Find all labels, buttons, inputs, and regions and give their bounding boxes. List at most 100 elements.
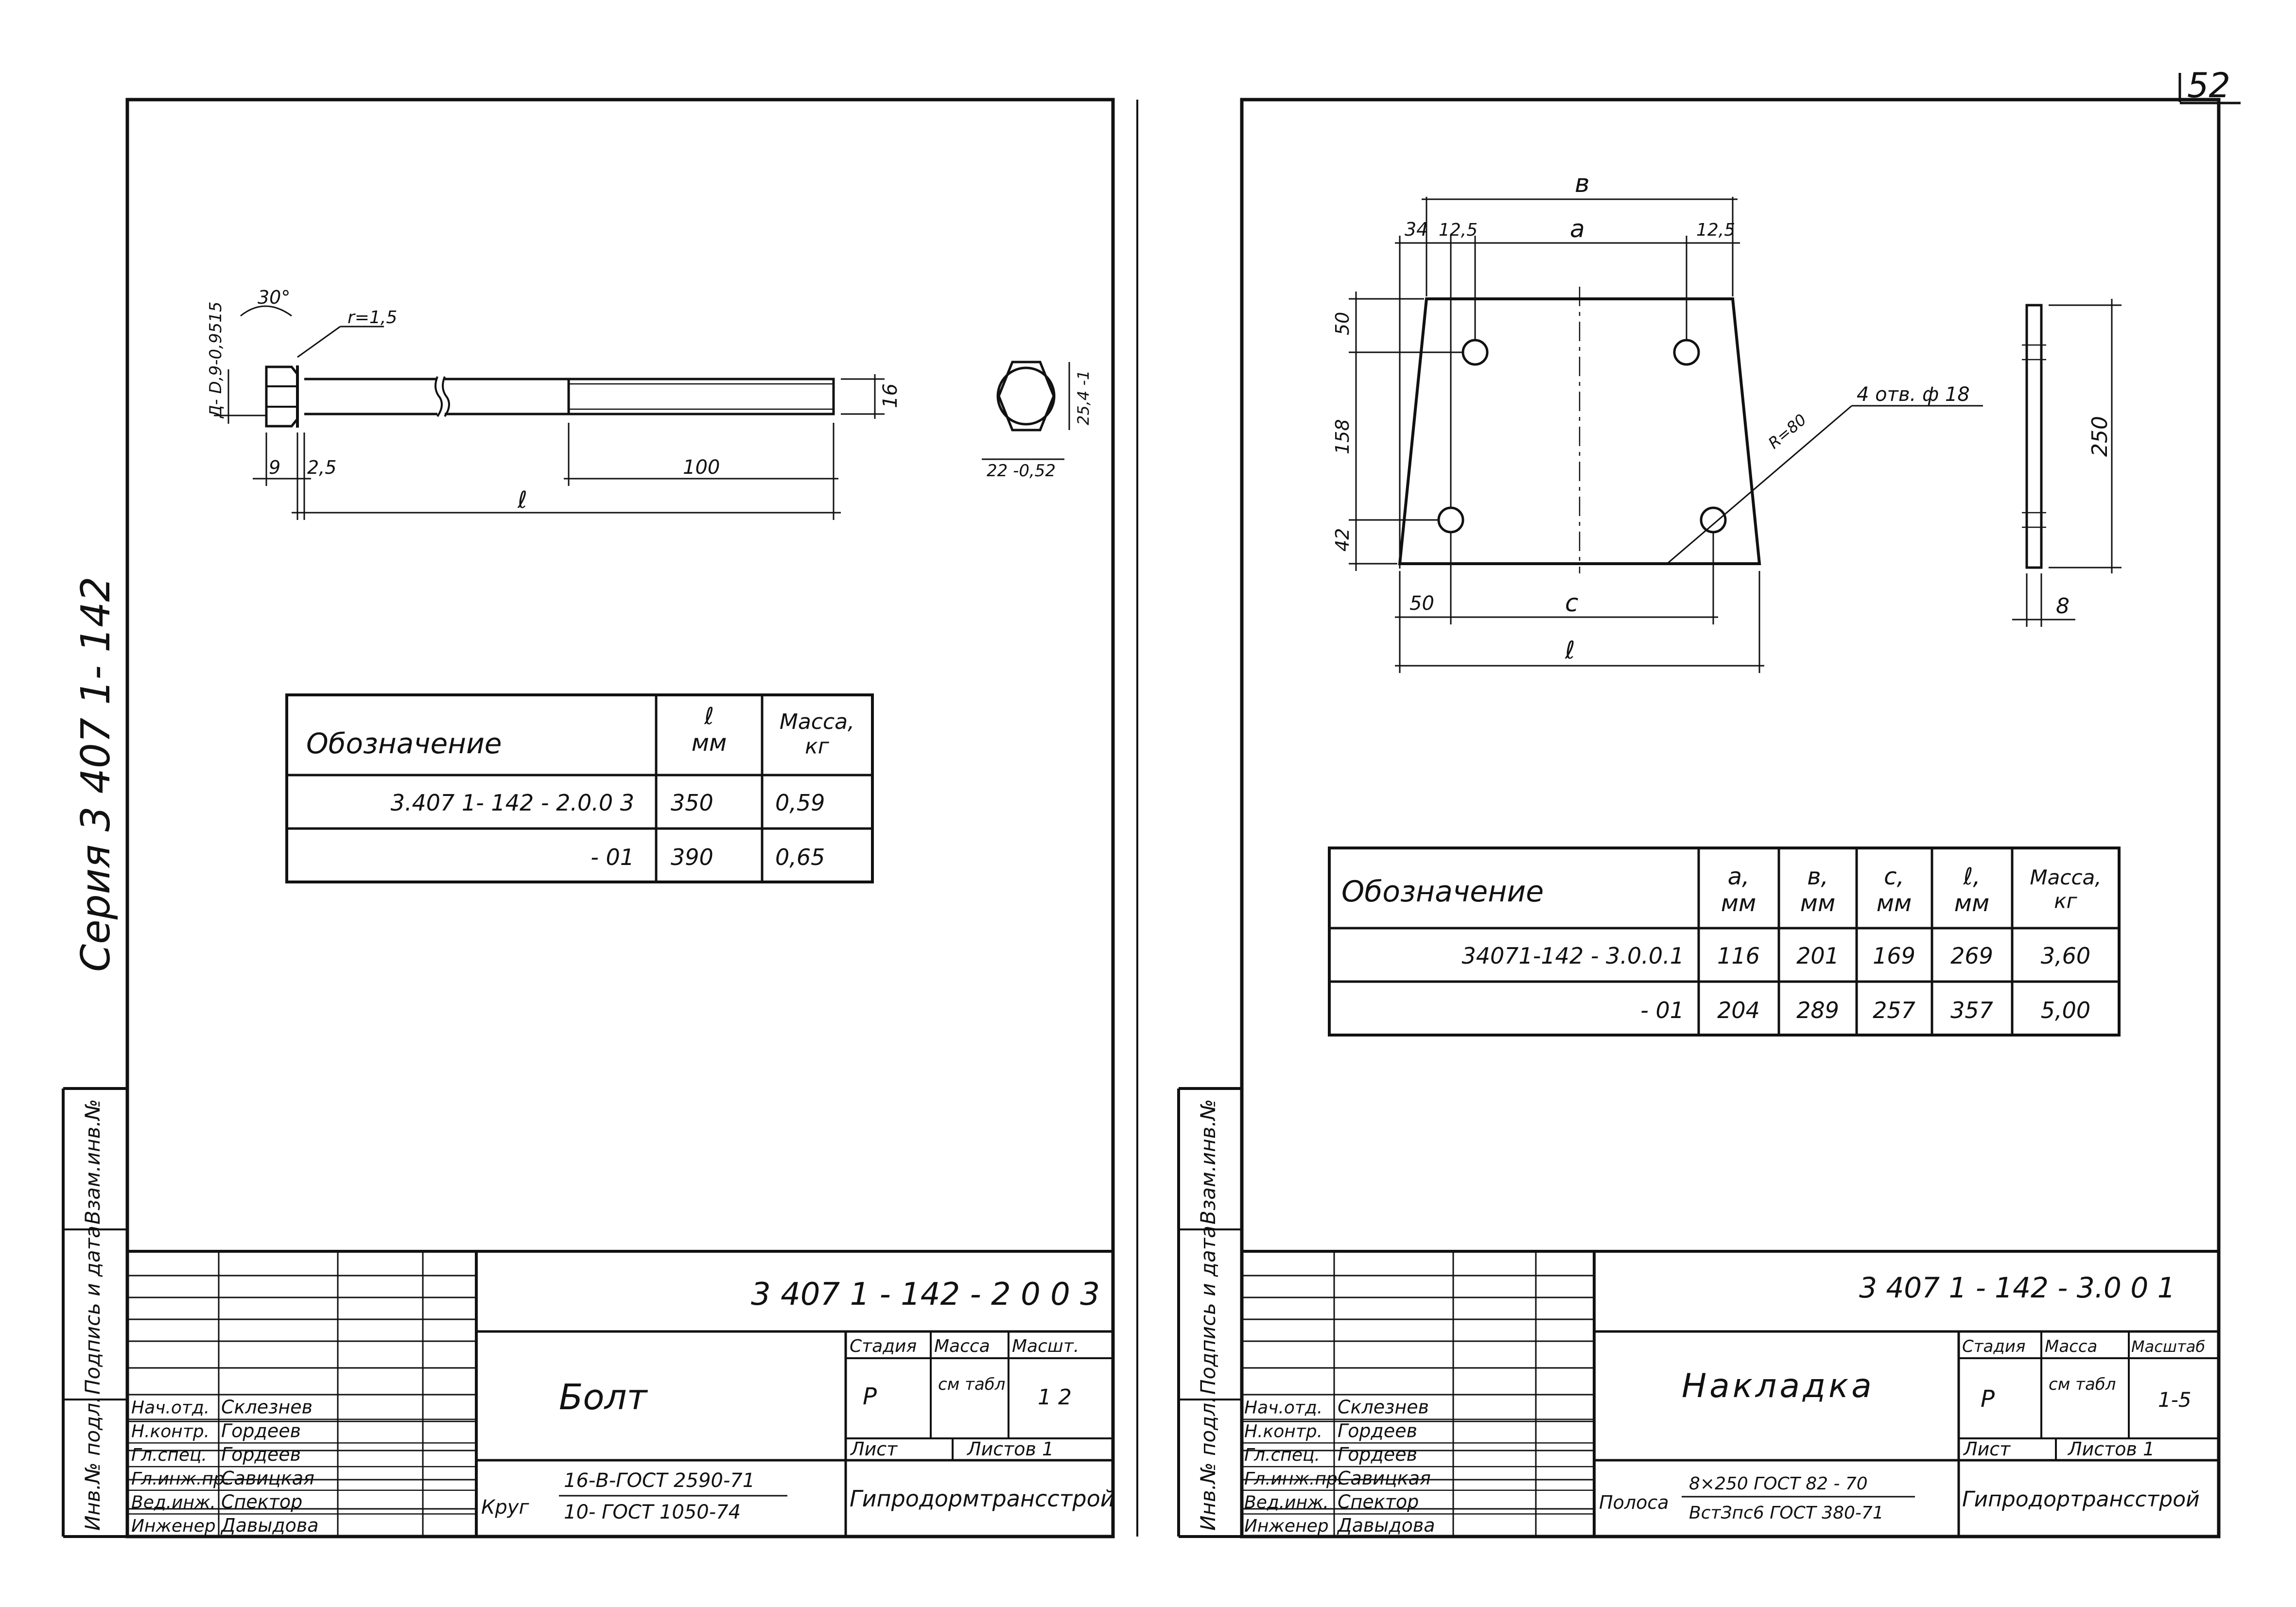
hole-top-right: [1673, 339, 1700, 366]
dim-9-text: 9: [269, 457, 280, 478]
tb-person: Склезнев: [221, 1397, 313, 1418]
tb-person: Спектор: [1338, 1491, 1419, 1513]
hex-view-circle: [996, 366, 1056, 426]
plate-table-cell: 289: [1796, 997, 1839, 1023]
bolt-scale: 1 2: [1038, 1385, 1072, 1410]
dim-2-5-text: 2,5: [307, 457, 336, 478]
plate-code: 3 407 1 - 142 - 3.0 0 1: [1859, 1271, 2175, 1304]
tb-role: Н.контр.: [131, 1421, 209, 1441]
bolt-sheets: Листов 1: [966, 1438, 1054, 1460]
tb-left-people: Нач.отд.СклезневН.контр.ГордеевГл.спец.Г…: [131, 1397, 319, 1537]
plate-table-header-0: Обозначение: [1341, 875, 1544, 909]
bolt-table-cell: 390: [671, 844, 713, 870]
bolt-code: 3 407 1 - 142 - 2 0 0 3: [751, 1277, 1100, 1313]
right-sheet: Взам.инв.№ Подпись и дата Инв.№ подл. в …: [1177, 98, 2221, 1538]
plate-table-header-5: Масса,кг: [2030, 865, 2101, 913]
plate-sheet: Лист: [1963, 1438, 2011, 1460]
plate-material-top: 8×250 ГОСТ 82 - 70: [1689, 1474, 1868, 1494]
dim-thk-text: 8: [2056, 594, 2070, 619]
left-sheet: Взам.инв.№ Подпись и дата Инв.№ подл. Се…: [62, 98, 1115, 1538]
bolt-title-block: 3 407 1 - 142 - 2 0 0 3 Болт Стадия Масс…: [127, 1250, 1115, 1537]
bolt-mass: см табл: [938, 1375, 1006, 1394]
tb-person: Гордеев: [1338, 1444, 1417, 1465]
left-frame: [125, 98, 1115, 1538]
tb-role: Гл.инж.пр.: [131, 1469, 230, 1489]
hole-top-left: [1461, 339, 1489, 366]
bolt-table-cell: 350: [671, 790, 713, 816]
plate-table-cell: 34071-142 - 3.0.0.1: [1461, 943, 1684, 969]
bolt-table-header-0: Обозначение: [306, 727, 502, 760]
plate-table-cell: 204: [1717, 997, 1760, 1023]
plate-table-cell: 5,00: [2041, 997, 2090, 1023]
tb-person: Давыдова: [220, 1515, 319, 1536]
hex-view: [997, 361, 1055, 432]
tb-role: Вед.инж.: [131, 1493, 216, 1513]
plate-table-cell: 257: [1873, 997, 1915, 1023]
plate-table-cell: 169: [1873, 943, 1915, 969]
tb-left-rowlines: [127, 1275, 476, 1515]
angle-arc: [240, 305, 292, 317]
plate-sheets: Листов 1: [2067, 1438, 2155, 1460]
bolt-head: [265, 365, 299, 428]
bolt-break-2: [442, 376, 450, 417]
bolt-org: Гипродормтрансстрой: [850, 1486, 1115, 1512]
plate-stage: Р: [1981, 1385, 1995, 1413]
bolt-name: Болт: [559, 1377, 648, 1417]
tb-role: Н.контр.: [1244, 1421, 1322, 1441]
bolt-table-cell: 0,59: [775, 790, 825, 816]
plate-table-header-3: с,мм: [1877, 863, 1912, 917]
tb-role: Гл.спец.: [1244, 1445, 1320, 1465]
dim-42-text: 42: [1332, 528, 1353, 552]
dim-diam-text: Д- D,9-0,9515: [206, 302, 226, 419]
bolt-material-top: 16-В-ГОСТ 2590-71: [564, 1469, 755, 1492]
plate-table-header-4: ℓ,мм: [1954, 863, 1989, 917]
bolt-table-header-2: Масса,кг: [780, 709, 854, 759]
plate-table-cell: 201: [1796, 943, 1839, 969]
plate-table-header-1: а,мм: [1721, 863, 1756, 917]
dim-34-text: 34: [1405, 219, 1428, 240]
tb-person: Спектор: [221, 1491, 302, 1513]
radius-leader: [297, 326, 341, 358]
dim-l-text-right: ℓ: [1565, 636, 1575, 664]
plate-material-prefix: Полоса: [1599, 1492, 1669, 1513]
dim-hex-corners-text: 25,4 -1: [1074, 370, 1093, 425]
plate-table-header-2: в,мм: [1800, 863, 1835, 917]
bolt-material-bottom: 10- ГОСТ 1050-74: [564, 1501, 741, 1523]
bolt-table-cell: - 01: [591, 844, 634, 870]
right-side-label-3: Инв.№ подл.: [1196, 1397, 1220, 1531]
plate-table-cell: - 01: [1640, 997, 1684, 1023]
left-side-label-1: Взам.инв.№: [81, 1099, 104, 1225]
tb-person: Гордеев: [1338, 1420, 1417, 1441]
bolt-table-cell: 0,65: [775, 844, 825, 870]
right-side-label-2: Подпись и дата: [1196, 1226, 1220, 1395]
bolt-col-mass: Масса: [934, 1336, 990, 1356]
tb-role: Гл.спец.: [131, 1445, 207, 1465]
tb-right-rowlines: [1242, 1275, 1594, 1515]
tb-role: Гл.инж.пр.: [1244, 1469, 1343, 1489]
plate-title-block: 3 407 1 - 142 - 3.0 0 1 Накладка Стадия …: [1242, 1250, 2219, 1537]
plate-col-stage: Стадия: [1962, 1337, 2025, 1356]
left-side-label-2: Подпись и дата: [81, 1226, 104, 1395]
dim-c-text: с: [1565, 589, 1579, 617]
tb-person: Савицкая: [1338, 1468, 1431, 1489]
tb-role: Нач.отд.: [1244, 1398, 1322, 1418]
plate-outline: [1398, 297, 1761, 565]
dim-16-text: 16: [879, 383, 902, 408]
holes-leader: [1667, 405, 1852, 565]
dim-hex-flats-text: 22 -0,52: [987, 461, 1056, 481]
bolt-table-frame: [285, 693, 874, 883]
bolt-col-stage: Стадия: [850, 1336, 917, 1356]
bolt-sheet: Лист: [850, 1438, 898, 1460]
plate-name: Накладка: [1682, 1367, 1875, 1405]
hole-bottom-right: [1700, 506, 1727, 534]
right-frame: [1240, 98, 2221, 1538]
tb-role: Вед.инж.: [1244, 1493, 1329, 1513]
hole-bottom-left: [1437, 506, 1464, 534]
bolt-thread: [567, 378, 835, 415]
dim-12-5a-text: 12,5: [1439, 220, 1478, 240]
bolt-table-cell: 3.407 1- 142 - 2.0.0 3: [391, 790, 634, 816]
plate-drawing: в 34 12,5 а 12,5 50 158 42 50 с: [1332, 169, 2122, 673]
tb-role: Инженер: [131, 1516, 216, 1536]
